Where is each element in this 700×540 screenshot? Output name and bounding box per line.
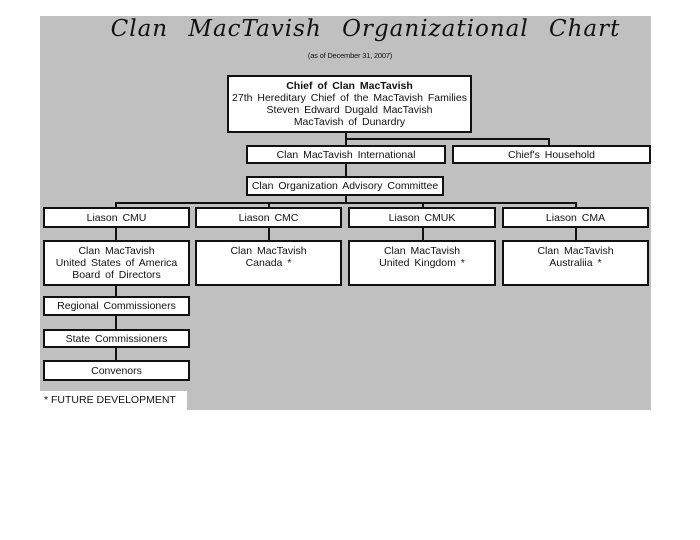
convenors-label: Convenors	[91, 364, 142, 377]
chief-title: Chief of Clan MacTavish	[286, 80, 413, 92]
branch-line: United States of America	[55, 257, 178, 269]
connector-cmuk-branch	[422, 226, 424, 241]
branch-line: Board of Directors	[72, 269, 161, 281]
household-label: Chief's Household	[508, 148, 595, 161]
branch-usa-box: Clan MacTavish United States of America …	[43, 240, 190, 286]
connector-cmu-drop	[115, 202, 117, 208]
connector-chief-down	[345, 131, 347, 140]
connector-intl-drop	[345, 138, 347, 146]
liaison-cma-box: Liason CMA	[502, 207, 649, 228]
regional-commissioners-box: Regional Commissioners	[43, 296, 190, 316]
connector-usa-regional	[115, 284, 117, 297]
liaison-cmc-box: Liason CMC	[195, 207, 342, 228]
connector-regional-state	[115, 314, 117, 330]
branch-line: Clan MacTavish	[537, 245, 614, 257]
branch-australia-box: Clan MacTavish Australiia *	[502, 240, 649, 286]
branch-line: Australiia *	[549, 257, 602, 269]
connector-cmc-branch	[268, 226, 270, 241]
branch-line: Canada *	[245, 257, 292, 269]
connector-cma-branch	[575, 226, 577, 241]
connector-cmuk-drop	[422, 202, 424, 208]
future-development-footnote: * FUTURE DEVELOPMENT	[40, 391, 187, 410]
chief-box: Chief of Clan MacTavish 27th Hereditary …	[227, 75, 472, 133]
liaison-label: Liason CMU	[86, 211, 147, 224]
state-commissioners-label: State Commissioners	[65, 332, 168, 345]
connector-household-drop	[548, 138, 550, 146]
liaison-label: Liason CMUK	[388, 211, 456, 224]
branch-line: Clan MacTavish	[78, 245, 155, 257]
connector-intl-committee	[345, 162, 347, 177]
liaison-cmuk-box: Liason CMUK	[348, 207, 496, 228]
international-box: Clan MacTavish International	[246, 145, 446, 164]
connector-liaison-horizontal	[115, 202, 577, 204]
chief-hereditary: 27th Hereditary Chief of the MacTavish F…	[232, 92, 467, 104]
connector-cmu-branch	[115, 226, 117, 241]
connector-cma-drop	[575, 202, 577, 208]
connector-level2-horizontal	[345, 138, 550, 140]
convenors-box: Convenors	[43, 360, 190, 381]
branch-line: Clan MacTavish	[230, 245, 307, 257]
branch-canada-box: Clan MacTavish Canada *	[195, 240, 342, 286]
state-commissioners-box: State Commissioners	[43, 329, 190, 348]
branch-line: Clan MacTavish	[383, 245, 461, 257]
chart-subtitle: (as of December 31, 2007)	[307, 51, 393, 60]
branch-uk-box: Clan MacTavish United Kingdom *	[348, 240, 496, 286]
connector-cmc-drop	[268, 202, 270, 208]
household-box: Chief's Household	[452, 145, 651, 164]
liaison-label: Liason CMC	[238, 211, 299, 224]
connector-committee-down	[345, 195, 347, 204]
liaison-cmu-box: Liason CMU	[43, 207, 190, 228]
chart-title: Clan MacTavish Organizational Chart	[110, 16, 621, 42]
committee-label: Clan Organization Advisory Committee	[251, 180, 439, 192]
connector-state-convenors	[115, 346, 117, 361]
regional-commissioners-label: Regional Commissioners	[57, 300, 176, 312]
branch-line: United Kingdom *	[379, 257, 465, 269]
chief-name: Steven Edward Dugald MacTavish	[266, 104, 433, 116]
international-label: Clan MacTavish International	[276, 148, 416, 161]
liaison-label: Liason CMA	[545, 211, 606, 224]
chief-style: MacTavish of Dunardry	[293, 116, 406, 128]
committee-box: Clan Organization Advisory Committee	[246, 176, 444, 196]
